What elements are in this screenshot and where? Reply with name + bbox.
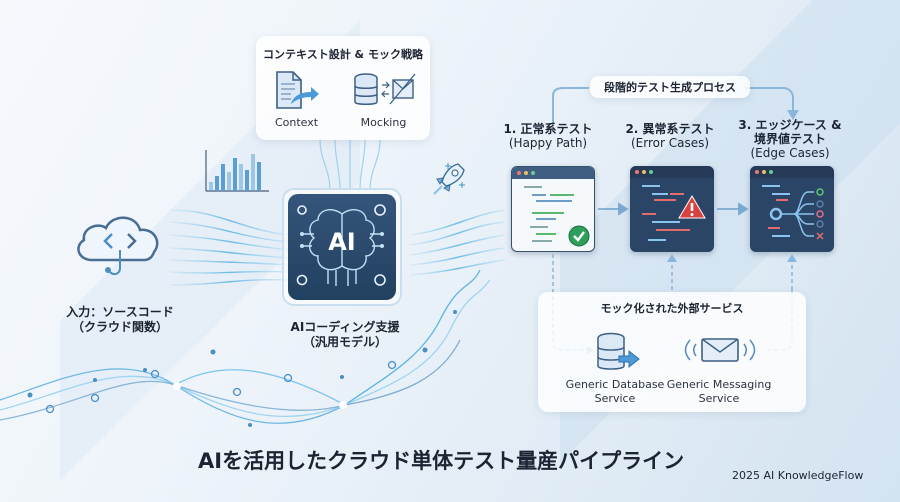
step1-title-text: 1. 正常系テスト xyxy=(503,122,593,136)
mail-icon xyxy=(684,338,756,362)
page-title: AIを活用したクラウド単体テスト量産パイプライン xyxy=(198,449,685,473)
document-arrow-icon xyxy=(275,71,319,109)
ai-chip-text: AI xyxy=(328,228,356,256)
context-label: Context xyxy=(274,116,319,129)
rocket-icon xyxy=(433,163,465,195)
cloud-code-icon xyxy=(77,216,159,276)
step2-title-text: 2. 異常系テスト xyxy=(625,122,715,136)
process-title-badge: 段階的テスト生成プロセス xyxy=(590,76,750,98)
step2-title: 2. 異常系テスト (Error Cases) xyxy=(618,122,722,150)
step3-title-text2: 境界値テスト xyxy=(753,132,826,146)
step3-title-text: 3. エッジケース & xyxy=(738,118,842,132)
process-bracket xyxy=(552,87,799,125)
bar-chart-icon xyxy=(205,150,269,192)
branch-icon xyxy=(762,185,824,240)
footer-credit: 2025 AI KnowledgeFlow xyxy=(732,469,864,482)
ai-label-line1: AIコーディング支援 xyxy=(290,320,400,334)
ai-chip: AI xyxy=(282,188,402,306)
input-label-line1: 入力：ソースコード xyxy=(66,305,174,319)
process-title: 段階的テスト生成プロセス xyxy=(604,81,736,94)
database-service-line1: Generic Database xyxy=(565,378,665,391)
code-lines xyxy=(524,186,574,242)
ai-label-line2: （汎用モデル） xyxy=(302,335,387,349)
step3-subtitle: (Edge Cases) xyxy=(750,146,830,160)
database-icon xyxy=(597,332,640,370)
code-lines xyxy=(642,185,690,241)
mocked-services-title: モック化された外部サービス xyxy=(600,302,744,315)
database-service-line2: Service xyxy=(594,392,636,405)
warning-icon xyxy=(678,195,706,219)
step1-title: 1. 正常系テスト (Happy Path) xyxy=(496,122,600,150)
brain-circuit-icon xyxy=(296,204,386,286)
happy-path-code-window xyxy=(511,166,595,252)
check-icon xyxy=(568,225,590,247)
messaging-service-line2: Service xyxy=(698,392,740,405)
context-mock-panel: コンテキスト設計 & モック戦略 Context xyxy=(256,36,430,140)
step1-subtitle: (Happy Path) xyxy=(508,136,588,150)
error-case-code-window xyxy=(630,166,714,252)
mocked-services-panel: モック化された外部サービス xyxy=(538,292,806,412)
step2-subtitle: (Error Cases) xyxy=(630,136,710,150)
mocking-label: Mocking xyxy=(360,116,407,129)
step3-title: 3. エッジケース & 境界値テスト (Edge Cases) xyxy=(738,118,842,160)
messaging-service-line1: Generic Messaging xyxy=(666,378,772,391)
input-label-line2: （クラウド関数） xyxy=(71,320,168,334)
database-mail-icon xyxy=(353,73,415,105)
context-panel-title: コンテキスト設計 & モック戦略 xyxy=(263,48,423,61)
edge-case-code-window xyxy=(750,166,834,252)
